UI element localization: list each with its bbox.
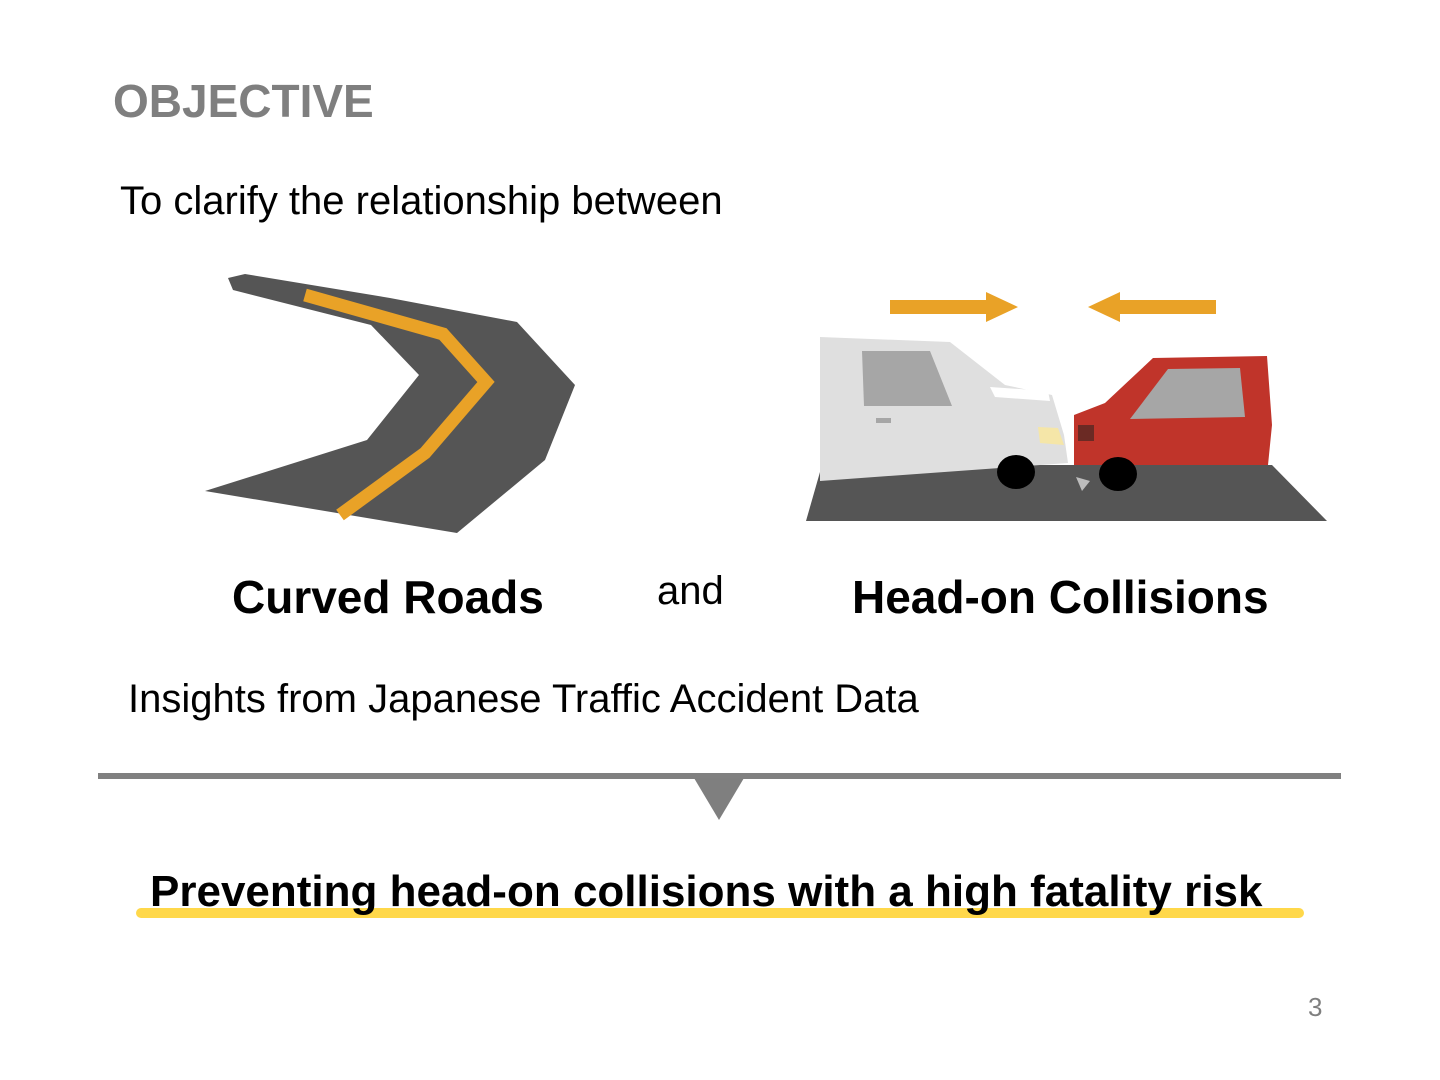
conclusion-highlight (136, 908, 1304, 918)
road-surface (205, 274, 575, 533)
slide-title: OBJECTIVE (113, 75, 374, 127)
debris (1076, 477, 1090, 491)
right-arrow-icon (890, 292, 1018, 322)
head-on-collision-icon (806, 292, 1327, 521)
road-ground (806, 465, 1327, 521)
source-note: Insights from Japanese Traffic Accident … (128, 677, 919, 721)
down-triangle-icon (694, 778, 744, 820)
left-arrow-icon (1088, 292, 1216, 322)
curved-roads-label: Curved Roads (232, 571, 544, 623)
curved-road-icon (205, 274, 575, 533)
head-on-collisions-label: Head-on Collisions (852, 571, 1269, 623)
connector-word: and (657, 569, 724, 613)
divider-line (98, 773, 1341, 779)
page-number: 3 (1308, 992, 1323, 1022)
intro-text: To clarify the relationship between (120, 179, 723, 223)
white-car (820, 337, 1068, 489)
red-car (1074, 356, 1272, 491)
conclusion-text: Preventing head-on collisions with a hig… (150, 867, 1263, 916)
road-center-line (303, 288, 495, 521)
